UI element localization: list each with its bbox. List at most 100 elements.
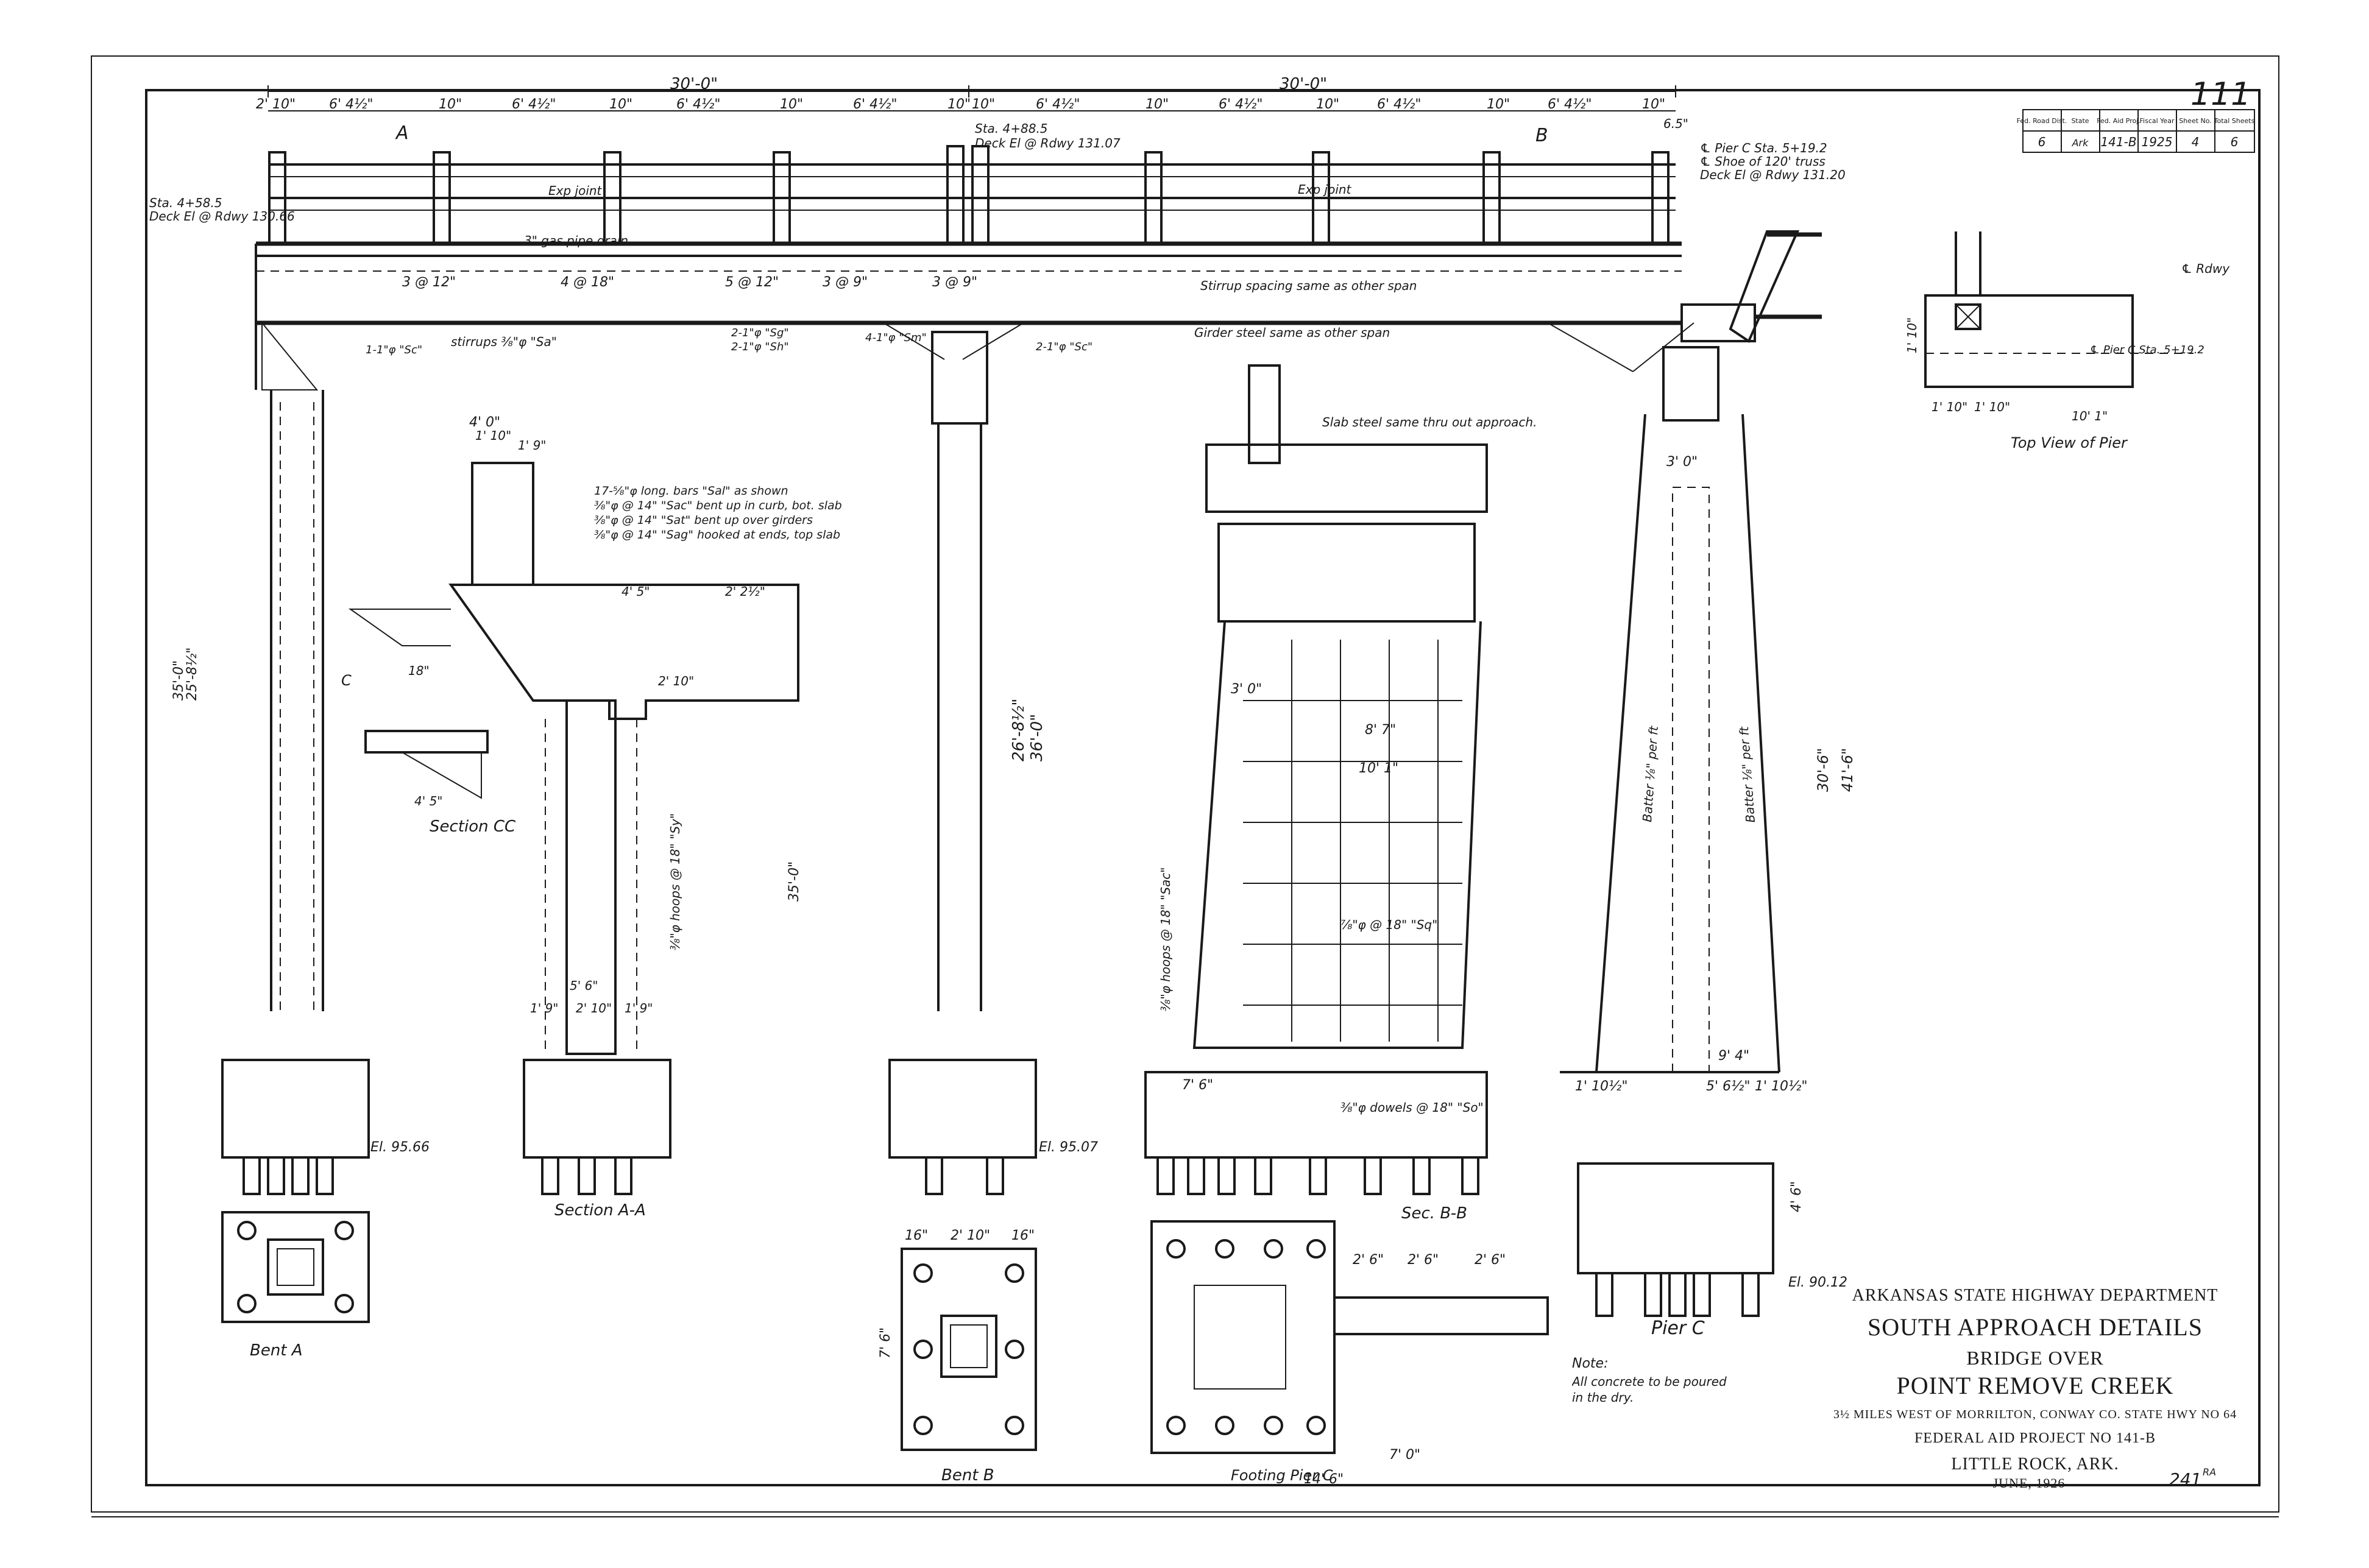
span-dimensions: 30'-0" 30'-0" 2' 10" 6' 4½" 10" 6' 4½" 1…	[256, 75, 1688, 131]
footing-dim-5: 2' 6"	[1475, 1252, 1506, 1268]
exp-joint-left: Exp joint	[548, 183, 603, 198]
aa-dim-5: 2' 10"	[658, 674, 694, 688]
spacing-5: 10"	[609, 97, 632, 112]
bent-b-elevation: El. 95.07 26'-8½" 36'-0" 35'-0"	[787, 331, 1098, 1195]
spacing-7: 10"	[780, 97, 803, 112]
stirrup-count-3: 5 @ 12"	[725, 275, 779, 290]
city-text: Little Rock, Ark.	[1951, 1455, 2119, 1474]
section-aa: 17-⅝"φ long. bars "Sal" as shown ⅜"φ @ 1…	[341, 415, 842, 1220]
bent-a-plan: Bent A	[221, 1211, 370, 1360]
pier-c-height-2: 41'-6"	[1839, 748, 1856, 792]
pier-c-elevation-mark: El. 90.12	[1788, 1275, 1847, 1290]
spacing-4: 6' 4½"	[512, 97, 556, 112]
aa-dim-4: 18"	[408, 663, 430, 678]
footing-dim-3: 2' 6"	[1353, 1252, 1384, 1268]
sheet-number: 111	[2190, 76, 2251, 113]
bent-a-elevation-mark: El. 95.66	[370, 1140, 430, 1155]
spacing-18: 10"	[1642, 97, 1665, 112]
deck-right: Deck El @ Rdwy 131.20	[1700, 168, 1846, 182]
bb-note-bars: ⅞"φ @ 18" "Sq"	[1340, 917, 1437, 932]
aa-note-hook-bars: ⅜"φ @ 14" "Sag" hooked at ends, top slab	[594, 528, 840, 542]
drawing-title: South Approach Details	[1868, 1313, 2203, 1341]
bent-b-height-3: 35'-0"	[787, 861, 802, 902]
concrete-note: Note: All concrete to be poured in the d…	[1572, 1356, 1727, 1405]
aa-dim-1: 4' 0"	[469, 415, 500, 430]
spacing-12: 10"	[1146, 97, 1169, 112]
bb-note-dowels: ⅜"φ dowels @ 18" "So"	[1340, 1100, 1484, 1115]
aa-note-long-bars: 17-⅝"φ long. bars "Sal" as shown	[594, 484, 788, 498]
spacing-19: 6.5"	[1663, 116, 1688, 131]
span-right-dim: 30'-0"	[1280, 75, 1327, 93]
section-cc: Section CC	[364, 730, 516, 836]
spacing-10: 10"	[972, 97, 995, 112]
batter-note-1: Batter ⅛" per ft	[1640, 725, 1661, 822]
bent-b-elevation-mark: El. 95.07	[1039, 1140, 1098, 1155]
table-value-1: 6	[2038, 135, 2046, 149]
pier-c-station: ℄ Pier C Sta. 5+19.2	[1700, 141, 1827, 155]
bar-callout-1: 1-1"φ "Sc"	[366, 344, 422, 356]
aa-dim-9: 1' 9"	[530, 1001, 559, 1015]
footing-pier-c-label: Footing Pier C	[1231, 1467, 1333, 1484]
aa-dim-8: 5' 6"	[570, 978, 598, 993]
footing-dim-4: 2' 6"	[1408, 1252, 1439, 1268]
pier-c-dim-5: 3' 0"	[1666, 454, 1698, 470]
sta-mid: Sta. 4+88.5	[975, 121, 1048, 136]
bent-b-dim-4: 7' 6"	[878, 1327, 893, 1358]
bent-a-elevation: El. 95.66 35'-0" 25'-8½"	[171, 390, 430, 1195]
rdwy-centerline: ℄ Rdwy	[2181, 261, 2230, 276]
bent-a-height-1: 35'-0"	[171, 660, 186, 701]
sta-left: Sta. 4+58.5	[149, 196, 222, 210]
drafter-initials: RA	[2203, 1466, 2216, 1478]
stirrups-note: stirrups ⅜"φ "Sa"	[451, 334, 557, 349]
deck-girder: stirrups ⅜"φ "Sa" 3" gas pipe drain Stir…	[255, 233, 1694, 390]
pier-c-dim-6: 4' 6"	[1789, 1181, 1804, 1212]
pier-c-dim-3: 1' 10½"	[1575, 1079, 1627, 1094]
span-left-dim: 30'-0"	[670, 75, 718, 93]
table-header-2: State	[2071, 117, 2089, 125]
pier-c-label: Pier C	[1651, 1318, 1705, 1339]
top-view-dim-2: 1' 10"	[1932, 400, 1967, 414]
aa-note-girder-bars: ⅜"φ @ 14" "Sat" bent up over girders	[594, 514, 813, 527]
pier-c-dim-2: 5' 6½"	[1706, 1079, 1750, 1094]
spacing-2: 6' 4½"	[329, 97, 373, 112]
bent-b-dim-3: 16"	[1011, 1228, 1035, 1243]
spacing-17: 6' 4½"	[1548, 97, 1592, 112]
bent-b-height-2: 36'-0"	[1028, 714, 1046, 761]
section-mark-a: A	[395, 122, 409, 144]
project-table: Fed. Road Dist. State Fed. Aid Proj. Fis…	[2017, 109, 2255, 153]
top-view-dim-1: 1' 10"	[1905, 317, 1919, 353]
structure-name: Point Remove Creek	[1896, 1372, 2173, 1399]
section-bb-label: Sec. B-B	[1401, 1204, 1467, 1223]
aa-dim-2: 1' 10"	[475, 428, 511, 443]
stirrup-spacing-note: Stirrup spacing same as other span	[1200, 278, 1417, 293]
table-header-5: Sheet No.	[2179, 117, 2212, 125]
aa-dim-10: 2' 10"	[576, 1001, 612, 1015]
bent-b-dim-2: 2' 10"	[951, 1228, 990, 1243]
drawing-subtitle: Bridge over	[1966, 1347, 2103, 1369]
section-aa-label: Section A-A	[554, 1201, 646, 1220]
girder-steel-note: Girder steel same as other span	[1194, 325, 1390, 340]
date-text: June, 1926	[1993, 1475, 2066, 1491]
aa-dim-3: 1' 9"	[518, 438, 547, 453]
pier-c-height-1: 30'-6"	[1815, 748, 1832, 792]
deck-mid: Deck El @ Rdwy 131.07	[975, 136, 1121, 150]
drawing-number: 241	[2169, 1469, 2201, 1489]
project-text: Federal Aid Project No 141-B	[1914, 1430, 2156, 1446]
outer-border	[91, 55, 2279, 1513]
gas-pipe-drain: 3" gas pipe drain	[524, 233, 628, 248]
slab-steel-note: Slab steel same thru out approach.	[1322, 415, 1537, 429]
section-cc-label: Section CC	[430, 818, 516, 836]
bent-b-label: Bent B	[941, 1466, 994, 1485]
spacing-11: 6' 4½"	[1036, 97, 1080, 112]
pier-c-elevation: El. 90.12 Batter ⅛" per ft Batter ⅛" per…	[1560, 346, 1856, 1339]
table-header-4: Fiscal Year	[2140, 117, 2175, 125]
title-block: Arkansas State Highway Department South …	[1833, 1286, 2237, 1491]
batter-note-2: Batter ⅛" per ft	[1737, 726, 1758, 823]
spacing-8: 6' 4½"	[853, 97, 897, 112]
stirrup-count-2: 4 @ 18"	[561, 275, 614, 290]
location-text: 3½ Miles West of Morrilton, Conway Co. S…	[1833, 1408, 2237, 1421]
spacing-16: 10"	[1487, 97, 1510, 112]
spacing-15: 6' 4½"	[1377, 97, 1421, 112]
